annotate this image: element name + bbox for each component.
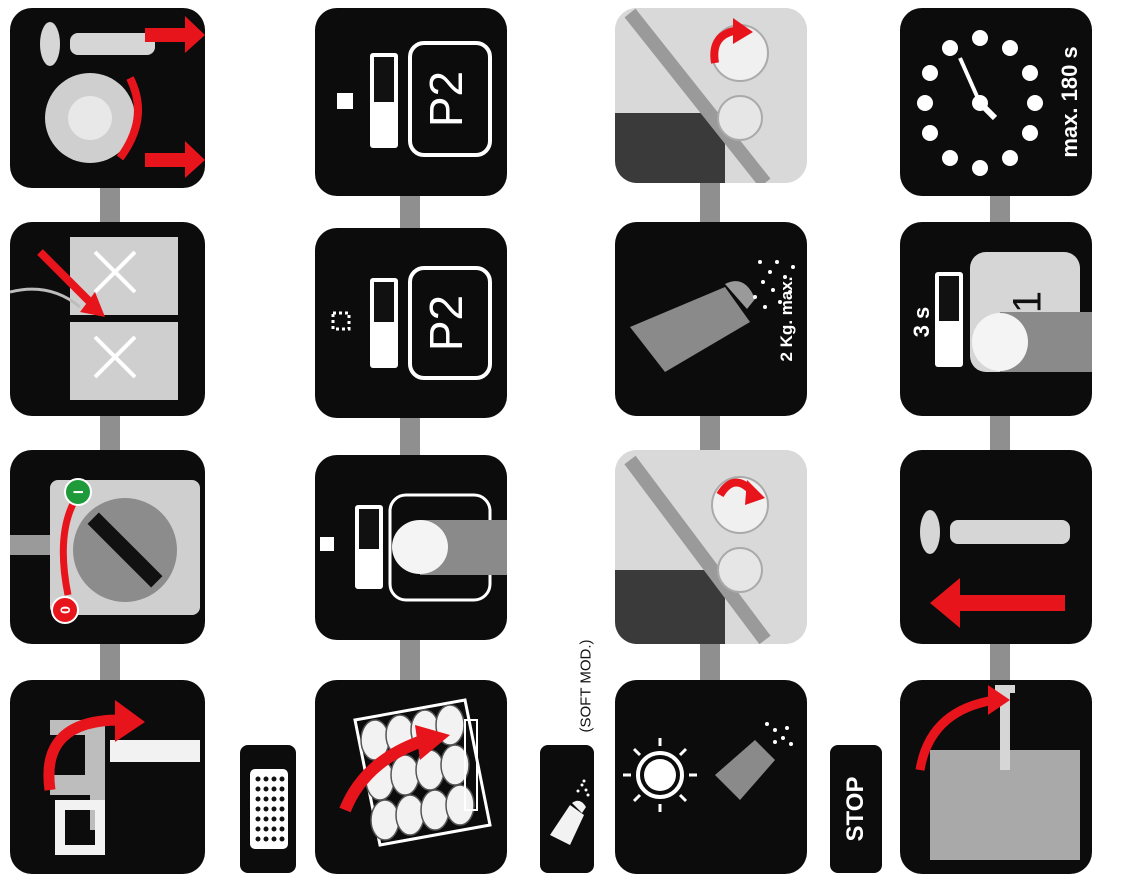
salt-shaker-icon [615, 680, 807, 874]
finger-press-tile [315, 455, 507, 640]
program-p2-blink-tile: P2 [315, 228, 507, 418]
program-p2-tile: P2 [315, 8, 507, 196]
salt-fill-tile: 2 Kg. max. [615, 222, 807, 416]
dish-rack-icon [315, 680, 507, 874]
switch-off-label: 0 [57, 606, 73, 614]
soft-mod-label: (SOFT MOD.) [578, 639, 595, 732]
salt-sun-tile [615, 680, 807, 874]
detergent-containers-icon [10, 222, 205, 416]
program-p2-icon: P2 [315, 8, 507, 196]
spray-arm-tile [10, 8, 205, 188]
max-time-label: max. 180 s [1057, 46, 1083, 157]
salt-cap-open-tile [615, 450, 807, 644]
p2-label: P2 [420, 71, 472, 127]
program-p2-icon: P2 [315, 228, 507, 418]
main-switch-tile: 0 I [10, 450, 205, 644]
wash-arm-insert-tile [900, 450, 1092, 644]
press-hold-tile: 1 3 s [900, 222, 1092, 416]
tap-open-tile [10, 680, 205, 874]
p2-label-blink: P2 [420, 295, 472, 351]
stop-tile: STOP [830, 745, 882, 873]
detergent-tile [10, 222, 205, 416]
stop-label: STOP [842, 777, 870, 842]
wash-arm-insert-icon [900, 450, 1092, 644]
salt-cap-icon [615, 8, 807, 183]
hold-time-label: 3 s [909, 307, 935, 338]
key-number-label: 1 [1006, 291, 1050, 313]
keypad-tile [240, 745, 296, 873]
rotary-switch-icon: 0 I [10, 450, 205, 644]
door-open-icon [900, 680, 1092, 874]
salt-cap-close-tile [615, 8, 807, 183]
finger-press-icon [315, 455, 507, 640]
dish-rack-tile [315, 680, 507, 874]
salt-shaker-small-tile [540, 745, 594, 873]
door-open-tile [900, 680, 1092, 874]
salt-cap-icon [615, 450, 807, 644]
grid-keypad-icon [240, 745, 296, 873]
switch-on-label: I [70, 490, 86, 494]
salt-max-label: 2 Kg. max. [777, 276, 797, 361]
spray-arm-icon [10, 8, 205, 188]
clock-tile: max. 180 s [900, 8, 1092, 196]
salt-shaker-icon [540, 745, 594, 873]
water-tap-icon [10, 680, 205, 874]
